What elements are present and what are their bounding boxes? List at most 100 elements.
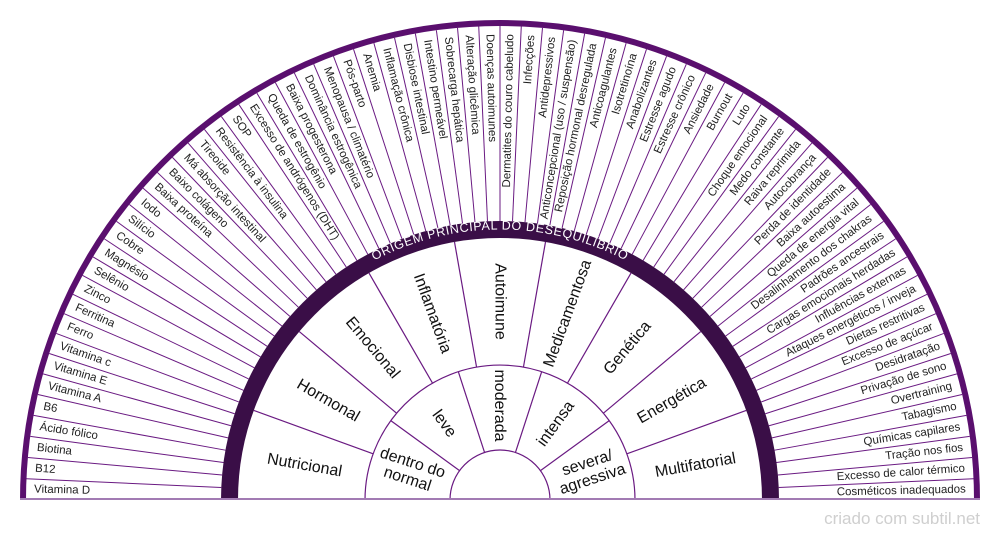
intensity-sectors: dentro donormal leve moderada intensasevera… — [373, 369, 628, 498]
ring-title: ORIGEM PRINCIPAL DO DESEQUILÍBRIO — [369, 218, 631, 263]
category-label: Multifatorial — [654, 450, 738, 481]
outer-item-label: B6 — [42, 401, 58, 416]
outer-divider — [92, 256, 261, 358]
category-label: Autoimune — [492, 263, 509, 340]
outer-divider — [692, 157, 828, 299]
outer-divider — [771, 394, 963, 439]
outer-divider — [49, 353, 235, 415]
outer-divider — [777, 457, 973, 476]
category-divider — [522, 241, 547, 368]
ring-title-path: ORIGEM PRINCIPAL DO DESEQUILÍBRIO — [369, 218, 630, 263]
category-divider — [253, 409, 374, 455]
outer-divider — [778, 478, 974, 488]
outer-divider — [549, 33, 586, 226]
outer-divider — [756, 313, 937, 391]
intensity-label: intensa — [534, 398, 578, 450]
outer-divider — [609, 63, 687, 244]
outer-item-label: Biotina — [36, 442, 73, 458]
outer-divider — [751, 293, 928, 380]
intensity-label: severa/agressiva — [552, 444, 628, 498]
outer-divider — [104, 238, 268, 347]
watermark: criado com subtil.net — [824, 509, 980, 528]
intensity-label-line: intensa — [534, 398, 578, 450]
outer-item-label: Luto — [731, 102, 753, 127]
category-divider — [626, 409, 747, 455]
outer-divider — [683, 142, 813, 291]
outer-divider — [414, 33, 451, 226]
outer-item-label: Tabagismo — [901, 401, 958, 424]
outer-item-label: Ferro — [65, 321, 95, 342]
outer-divider — [56, 332, 239, 403]
outer-divider — [157, 172, 299, 308]
outer-divider — [72, 293, 249, 380]
outer-divider — [63, 313, 244, 391]
outer-divider — [631, 82, 726, 255]
outer-divider — [353, 49, 415, 235]
center-ring — [449, 449, 551, 501]
outer-item-label: Cosméticos inadequados — [837, 484, 967, 499]
outer-item-label: Vitamina D — [34, 484, 90, 497]
outer-divider — [256, 92, 358, 261]
outer-divider — [172, 157, 308, 299]
title-band — [221, 221, 779, 501]
outer-divider — [701, 172, 843, 308]
category-label: Emocional — [342, 314, 403, 382]
outer-divider — [524, 27, 543, 223]
outer-divider — [761, 332, 944, 403]
intensity-label: dentro donormal — [373, 445, 448, 498]
outer-divider — [187, 142, 317, 291]
outer-divider — [620, 72, 707, 249]
outer-divider — [732, 238, 896, 347]
outer-divider — [30, 435, 224, 464]
category-label: Energética — [635, 374, 710, 427]
outer-divider — [129, 204, 283, 327]
outer-item-label: Doenças autoimunes — [484, 34, 498, 143]
outer-divider — [394, 37, 439, 229]
outer-divider — [82, 274, 255, 369]
outer-item-label: Anemia — [360, 52, 383, 93]
outer-divider — [768, 373, 958, 427]
intensity-divider — [390, 420, 460, 472]
category-label: Inflamatória — [410, 271, 455, 355]
category-label: Hormonal — [294, 376, 363, 425]
outer-divider — [642, 92, 744, 261]
rings — [20, 20, 980, 501]
intensity-divider — [540, 420, 610, 472]
category-divider — [453, 241, 478, 368]
outer-divider — [220, 116, 337, 275]
outer-divider — [238, 104, 347, 268]
intensity-divider — [514, 371, 543, 453]
outer-divider — [373, 42, 427, 232]
outer-divider — [709, 187, 858, 317]
outer-item-label: Dermatites do couro cabeludo — [501, 34, 516, 188]
outer-divider-lines — [26, 26, 974, 488]
intensity-label: moderada — [491, 369, 508, 441]
category-label: Nutricional — [266, 451, 343, 481]
outer-divider — [116, 220, 275, 337]
outer-divider — [26, 478, 222, 488]
category-divider — [298, 331, 397, 414]
outer-item-label: Zinco — [82, 283, 113, 306]
outer-divider — [478, 26, 488, 222]
outer-divider — [561, 37, 606, 229]
outer-divider — [585, 49, 647, 235]
outer-divider — [653, 104, 762, 268]
outer-divider — [204, 129, 327, 283]
outer-divider — [42, 373, 232, 427]
outer-divider — [457, 27, 476, 223]
outer-divider — [673, 129, 796, 283]
outer-divider — [435, 30, 464, 224]
outer-item-label: B12 — [35, 463, 56, 476]
category-label: Medicamentosa — [541, 257, 596, 369]
category-divider — [368, 272, 434, 384]
outer-divider — [739, 256, 908, 358]
intensity-label-line: leve — [429, 407, 460, 441]
intensity-label: leve — [429, 407, 460, 441]
outer-item-label: Infecções — [522, 34, 537, 84]
outer-rim — [20, 20, 980, 501]
outer-divider — [717, 204, 871, 327]
outer-divider — [536, 30, 565, 224]
category-divider — [566, 272, 632, 384]
outer-divider — [776, 435, 970, 464]
